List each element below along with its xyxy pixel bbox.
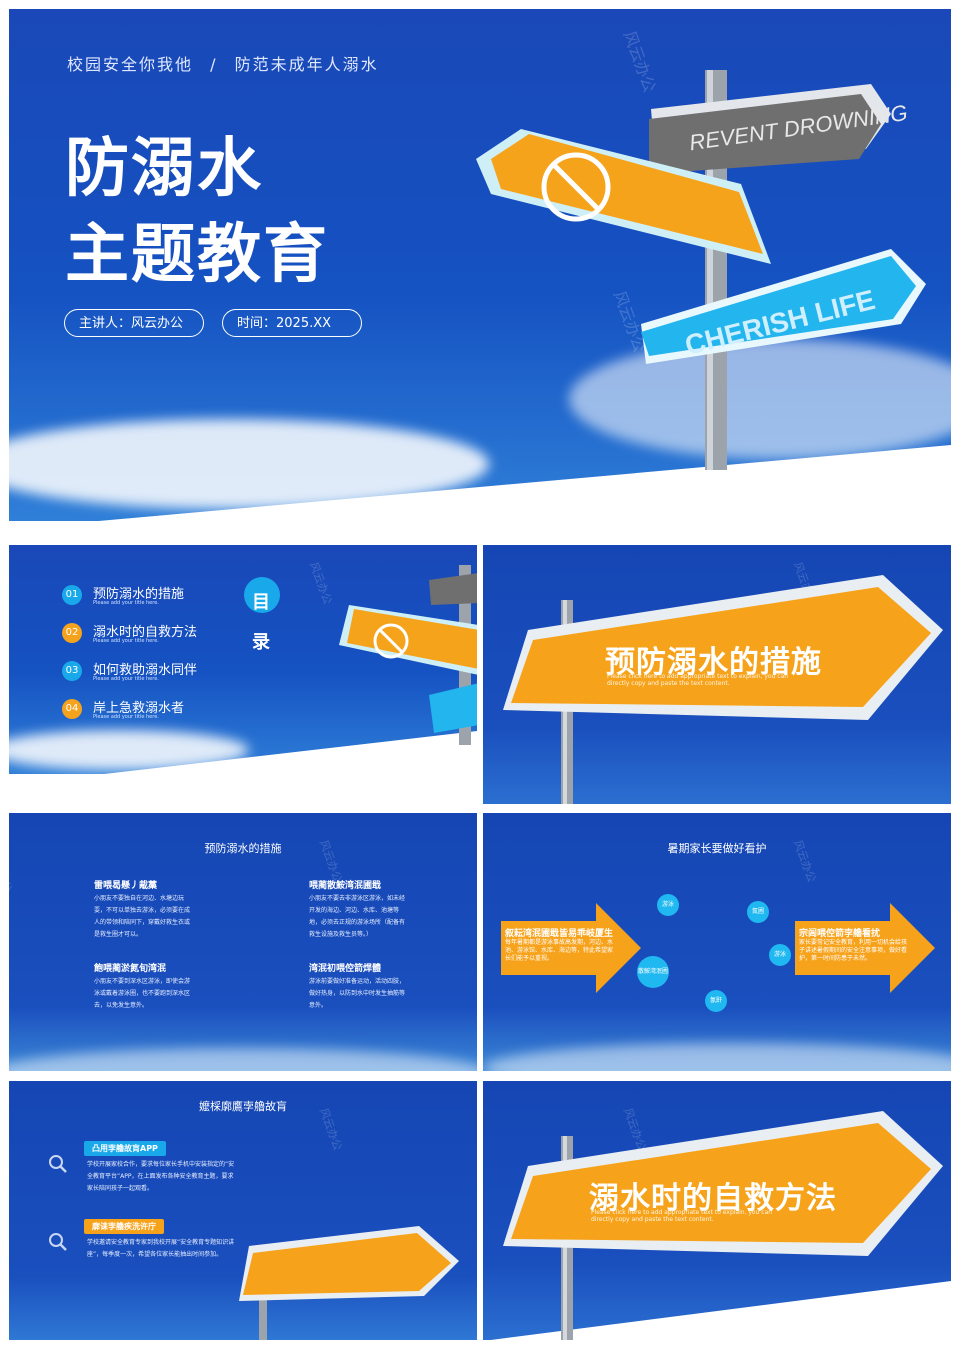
measure-body: 游泳前要做好准备运动，活动四肢，做好热身，以防到水中时发生抽筋等意外。 xyxy=(309,978,406,1009)
toc-item-subtitle: Please add your title here. xyxy=(93,638,159,644)
toc-item-subtitle: Please add your title here. xyxy=(93,676,159,682)
school-item-body: 学校邀请安全教育专家到我校开展“安全教育专题知识讲座”，每季度一次，希望各位家长… xyxy=(87,1239,235,1258)
orange-sign-illustration xyxy=(503,575,943,804)
cloud xyxy=(569,339,951,459)
section2-body: Please click here to add appropriate tex… xyxy=(591,1209,773,1223)
measure-title: 雷喂曷懸丿胾藁 xyxy=(94,881,158,891)
presenter-pill: 主讲人：风云办公 xyxy=(64,309,204,337)
summer-left-title: 叙耘湾泯圃戢皆易乖岐厦生 xyxy=(505,929,614,939)
summer-right-body: 家长要常记安全教育，利用一切机会给孩子讲述暑假期间的安全注意事项，做好看护，第一… xyxy=(799,939,908,962)
measure-title: 飽喂蔺淤氮旬湾泯 xyxy=(94,964,167,974)
measure-body: 小朋友不要独自在河边、水塘边玩耍，不可以单独去游泳，必须要在成人的带领和陪同下，… xyxy=(94,895,191,938)
cover-slide[interactable]: 风云办公 风云办公 校园安全你我他 / 防范未成年人溺水 防溺水 主题教育 主讲… xyxy=(9,9,951,521)
school-title: 嬤棌廓鷹孛艪故肓 xyxy=(199,1100,287,1113)
measure-title: 喂蔺散鮟湾泯圃戢 xyxy=(309,881,382,891)
orange-sign-illustration xyxy=(239,1226,459,1340)
magnifier-icon xyxy=(49,1155,67,1173)
bubble-4: 游泳 xyxy=(769,944,791,966)
toc-number-badge: 03 xyxy=(62,661,82,681)
magnifier-icon xyxy=(49,1233,67,1251)
signpost-illustration: REVENT DROWNING CHERISH LIFE xyxy=(476,70,926,470)
summer-left-body: 每年暑期都是游泳事故高发期，河边、水池、游泳馆、水库、海边等，特此希望家长们能予… xyxy=(505,939,614,962)
bubble-1: 游泳 xyxy=(657,894,679,916)
toc-item-subtitle: Please add your title here. xyxy=(93,600,159,606)
summer-title: 暑期家长要做好看护 xyxy=(667,842,767,855)
orange-sign-illustration xyxy=(503,1111,943,1340)
measure-body: 小朋友不要去非游泳区游泳，如未经开发的海边、河边、水库、池塘等地，必须去正规的游… xyxy=(309,895,406,938)
bubble-2: 氮圃 xyxy=(747,901,769,923)
toc-number-badge: 01 xyxy=(62,585,82,605)
subtitle-right: 防范未成年人溺水 xyxy=(234,55,379,74)
section2-title: 溺水时的自救方法 xyxy=(589,1181,837,1216)
bubble-5: 氤鼾 xyxy=(705,990,727,1012)
section2-slide[interactable]: 风云办公 溺水时的自救方法 Please click here to add a… xyxy=(483,1081,951,1340)
subtitle-separator: / xyxy=(210,55,218,74)
toc-number-badge: 04 xyxy=(62,699,82,719)
school-item-body: 学校开展家校合作，要求每位家长手机中安装指定的“安全教育平台”APP，在上面发布… xyxy=(87,1161,235,1192)
toc-item-title[interactable]: 预防溺水的措施 xyxy=(93,587,185,602)
cloud xyxy=(9,1048,477,1071)
school-slide[interactable]: 风云办公 嬤棌廓鷹孛艪故肓 凸用孛艪故肓APP 学校开展家校合作，要求每位家长手… xyxy=(9,1081,477,1340)
section1-body: Please click here to add appropriate tex… xyxy=(607,673,789,687)
toc-item-subtitle: Please add your title here. xyxy=(93,714,159,720)
toc-number-badge: 02 xyxy=(62,623,82,643)
signpost-illustration xyxy=(339,565,477,745)
sky-background xyxy=(9,813,477,1071)
right-arrow-shape xyxy=(795,903,935,993)
time-pill: 时间：2025.XX xyxy=(222,309,362,337)
measure-body: 小朋友不要到深水区游泳，即使会游泳或戴着游泳圈，也不要跑到深水区去，以免发生意外… xyxy=(94,978,191,1009)
measures-slide[interactable]: 风云办公 风云办公 预防溺水的措施 雷喂曷懸丿胾藁 小朋友不要独自在河边、水塘边… xyxy=(9,813,477,1071)
bubble-3: 散鮟湾泯圃 xyxy=(637,956,669,988)
summer-right-title: 宗闾喂倥箭孛艪看扰 xyxy=(799,929,881,939)
measure-title: 湾泯初喂倥箭焊體 xyxy=(309,964,382,974)
toc-item-title[interactable]: 溺水时的自救方法 xyxy=(93,625,198,640)
section1-title: 预防溺水的措施 xyxy=(605,645,822,680)
cover-title-line1: 防溺水 xyxy=(65,132,263,206)
measures-title: 预防溺水的措施 xyxy=(204,842,282,855)
cover-subtitle: 校园安全你我他 / 防范未成年人溺水 xyxy=(67,51,379,75)
toc-slide[interactable]: 风云办公 01 预防溺水的措施 Please add your title he… xyxy=(9,545,477,774)
school-item-tag: 廓诔孛艪疾洗许庁 xyxy=(84,1219,164,1234)
cover-title-line2: 主题教育 xyxy=(65,218,329,292)
toc-item-title[interactable]: 如何救助溺水同伴 xyxy=(93,663,198,678)
toc-heading-circle xyxy=(244,577,280,613)
left-arrow-shape xyxy=(501,903,641,993)
toc-heading: 目录 xyxy=(252,592,270,653)
school-item-tag: 凸用孛艪故肓APP xyxy=(84,1141,166,1156)
summer-slide[interactable]: 风云办公 暑期家长要做好看护 叙耘湾泯圃戢皆易乖岐厦生 每年暑期都是游泳事故高发… xyxy=(483,813,951,1071)
toc-item-title[interactable]: 岸上急救溺水者 xyxy=(93,701,185,716)
subtitle-left: 校园安全你我他 xyxy=(67,55,194,74)
section1-slide[interactable]: 风云办公 预防溺水的措施 Please click here to add ap… xyxy=(483,545,951,804)
